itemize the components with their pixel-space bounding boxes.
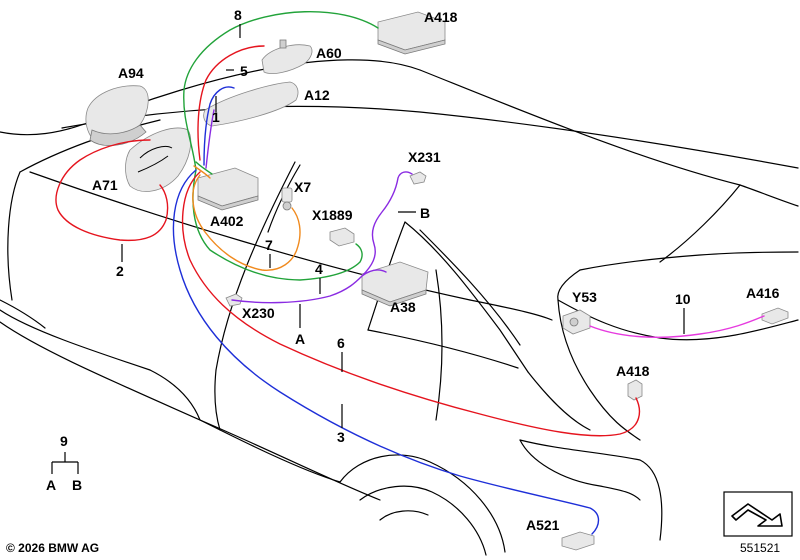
label-number-1: 1 <box>212 109 220 125</box>
label-x231: X231 <box>408 149 441 165</box>
wire-bundle-orange <box>193 165 211 179</box>
label-a416: A416 <box>746 285 780 301</box>
a12-unit <box>203 81 299 127</box>
a402-unit <box>197 167 259 211</box>
label-number-3: 3 <box>337 429 345 445</box>
label-y53: Y53 <box>572 289 597 305</box>
legend-right: B <box>72 477 82 493</box>
a416-unit <box>761 307 789 325</box>
label-x230: X230 <box>242 305 275 321</box>
wire-blue-top <box>203 86 235 166</box>
wire-purple-b <box>361 269 387 277</box>
wire-purple-top <box>205 109 215 169</box>
a71-cluster <box>125 127 192 192</box>
x7-connector <box>281 187 293 211</box>
wire-orange <box>192 174 301 271</box>
a38-unit <box>361 261 429 307</box>
a60-mirror <box>261 39 313 74</box>
label-a12: A12 <box>304 87 330 103</box>
label-number-10: 10 <box>675 291 691 307</box>
label-a418-top: A418 <box>424 9 458 25</box>
x231-connector <box>409 171 427 185</box>
diagram-number: 551521 <box>740 541 781 555</box>
wire-red-loop <box>55 139 169 242</box>
wiring <box>55 10 765 535</box>
label-number-8: 8 <box>234 7 242 23</box>
x1889-connector <box>329 227 355 247</box>
a418-rear-unit <box>627 379 643 401</box>
label-letter-a: A <box>295 331 305 347</box>
label-a38: A38 <box>390 299 416 315</box>
label-a521: A521 <box>526 517 560 533</box>
wire-magenta <box>589 315 765 338</box>
legend-number: 9 <box>60 433 68 449</box>
copyright-text: © 2026 BMW AG <box>6 541 100 555</box>
label-number-5: 5 <box>240 63 248 79</box>
wire-bundle-green <box>195 161 213 175</box>
wire-red-long <box>181 171 641 437</box>
wire-red-top <box>197 45 265 161</box>
label-x1889: X1889 <box>312 207 353 223</box>
label-a418-rear: A418 <box>616 363 650 379</box>
labels: A418 A60 A94 A12 A71 A402 X7 X1889 X231 … <box>92 7 780 533</box>
wire-purple <box>231 171 413 304</box>
components <box>85 11 789 551</box>
y53-actuator <box>562 309 591 335</box>
a521-unit <box>561 531 595 551</box>
label-x7: X7 <box>294 179 311 195</box>
a94-unit <box>85 85 149 146</box>
label-a60: A60 <box>316 45 342 61</box>
leader-lines <box>121 24 685 428</box>
label-letter-b: B <box>420 205 430 221</box>
legend-left: A <box>46 477 56 493</box>
label-a402: A402 <box>210 213 244 229</box>
label-number-2: 2 <box>116 263 124 279</box>
label-a94: A94 <box>118 65 144 81</box>
label-number-7: 7 <box>265 237 273 253</box>
legend-tree: 9 A B <box>46 433 82 493</box>
label-number-6: 6 <box>337 335 345 351</box>
label-number-4: 4 <box>315 261 323 277</box>
wire-blue-long <box>172 169 600 535</box>
label-a71: A71 <box>92 177 118 193</box>
a418-top-unit <box>377 11 446 55</box>
arrow-corner-icon <box>723 491 793 537</box>
